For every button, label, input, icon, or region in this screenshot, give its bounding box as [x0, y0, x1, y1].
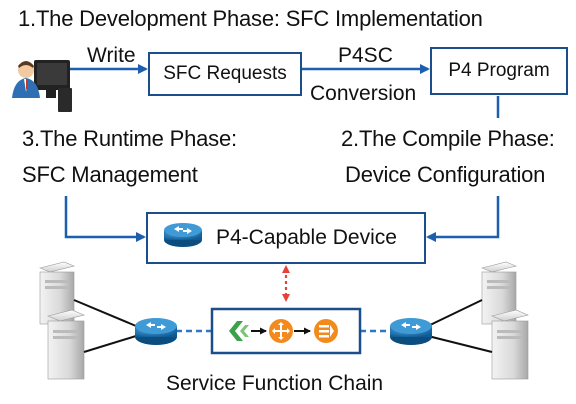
compile-phase-title: 2.The Compile Phase: — [341, 126, 555, 151]
p4-program-box: P4 Program — [430, 47, 568, 95]
arrow-compile — [426, 196, 500, 242]
link-server-left-bottom — [83, 335, 137, 353]
sfc-requests-label: SFC Requests — [163, 63, 287, 84]
runtime-phase-title: 3.The Runtime Phase: — [22, 126, 237, 151]
write-label: Write — [87, 44, 136, 67]
server-icon-left-front — [47, 309, 85, 380]
p4-capable-device-label: P4-Capable Device — [216, 226, 397, 249]
orange-cross-nf-icon — [269, 319, 293, 343]
green-chevron-nf-icon — [229, 321, 249, 341]
p4sc-label: P4SC — [338, 44, 393, 67]
arrow-runtime — [64, 196, 146, 242]
link-server-right-top — [427, 299, 483, 327]
conversion-label: Conversion — [310, 82, 417, 105]
device-router-icon — [164, 223, 202, 247]
p4-capable-device-box: P4-Capable Device — [146, 212, 426, 264]
p4-program-label: P4 Program — [448, 60, 550, 81]
user-at-computer-icon — [12, 60, 72, 112]
runtime-phase-subtitle: SFC Management — [22, 162, 198, 187]
router-icon-right — [390, 318, 432, 345]
orange-list-nf-icon — [314, 319, 338, 343]
link-server-left-top — [73, 299, 137, 327]
compile-phase-subtitle: Device Configuration — [345, 162, 546, 187]
development-phase-title: 1.The Development Phase: SFC Implementat… — [18, 6, 483, 31]
link-server-right-bottom — [427, 335, 493, 353]
router-icon-left — [135, 318, 177, 345]
service-function-chain-label: Service Function Chain — [166, 372, 384, 395]
sfc-requests-box: SFC Requests — [148, 52, 302, 96]
server-icon-right-front — [491, 309, 529, 380]
